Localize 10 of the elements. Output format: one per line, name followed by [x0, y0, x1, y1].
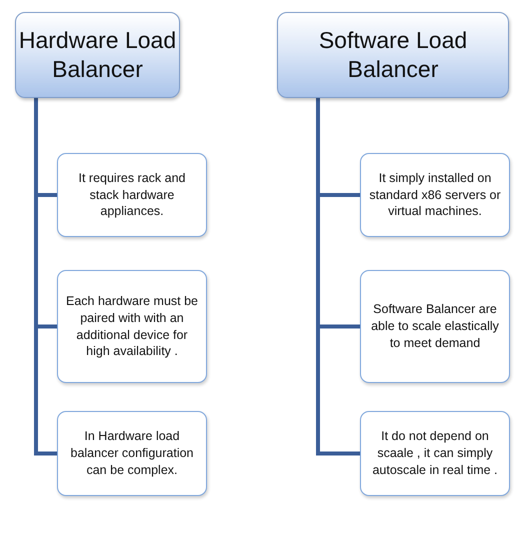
header-box: Software Load Balancer	[277, 12, 509, 98]
item-box: In Hardware load balancer configuration can be complex.	[57, 411, 207, 496]
item-box: Each hardware must be paired with with an additional device for high availability .	[57, 270, 207, 383]
item-box: It simply installed on standard x86 servers or virtual machines.	[360, 153, 510, 237]
item-box: Software Balancer are able to scale elastically to meet demand	[360, 270, 510, 383]
item-box: It requires rack and stack hardware appliances.	[57, 153, 207, 237]
header-box: Hardware Load Balancer	[15, 12, 180, 98]
connector-line	[34, 98, 57, 456]
item-box: It do not depend on scaale , it can simply autoscale in real time .	[360, 411, 510, 496]
connector-line	[316, 98, 360, 456]
